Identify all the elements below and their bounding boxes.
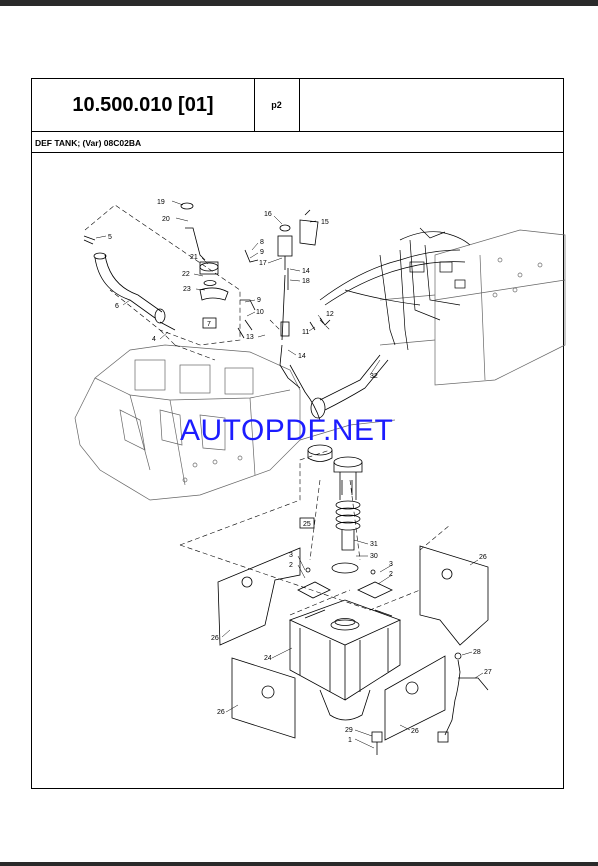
callout-20: 20 xyxy=(162,216,170,223)
callout-10: 10 xyxy=(256,309,264,316)
callout-9b: 9 xyxy=(257,297,261,304)
callout-13: 13 xyxy=(246,334,254,341)
drain-plug xyxy=(371,731,383,755)
callout-12: 12 xyxy=(326,311,334,318)
callout-3b: 3 xyxy=(389,561,393,568)
wiring-harness xyxy=(319,227,471,351)
callout-21: 21 xyxy=(190,254,198,261)
callout-1: 1 xyxy=(348,737,352,744)
callout-2b: 2 xyxy=(389,571,393,578)
def-tank xyxy=(288,599,402,721)
callout-26a: 26 xyxy=(479,554,487,561)
callout-3: 3 xyxy=(289,552,293,559)
sending-unit xyxy=(307,444,363,574)
callout-26b: 26 xyxy=(211,635,219,642)
callout-26c: 26 xyxy=(411,728,419,735)
filler-neck-parts xyxy=(180,202,229,301)
callout-28: 28 xyxy=(473,649,481,656)
callout-30: 30 xyxy=(370,553,378,560)
page-label: p2 xyxy=(254,79,300,131)
level-sensor-line xyxy=(277,224,321,421)
callout-labels: 19 20 5 16 15 8 9 17 21 22 23 14 18 9 6 … xyxy=(108,199,492,744)
callout-22: 22 xyxy=(182,271,190,278)
callout-32: 32 xyxy=(370,373,378,380)
callout-6: 6 xyxy=(115,303,119,310)
filler-hose xyxy=(83,235,176,331)
callout-31: 31 xyxy=(370,541,378,548)
callout-19: 19 xyxy=(157,199,165,206)
callout-29: 29 xyxy=(345,727,353,734)
callout-16: 16 xyxy=(264,211,272,218)
sensor-harness xyxy=(437,652,489,743)
callout-17: 17 xyxy=(259,260,267,267)
chassis-frame xyxy=(74,344,396,501)
callout-8: 8 xyxy=(260,239,264,246)
top-border-bar xyxy=(0,0,598,6)
callout-11: 11 xyxy=(302,329,309,336)
callout-23: 23 xyxy=(183,286,191,293)
section-code: 10.500.010 [01] xyxy=(32,79,255,131)
bracket-parts xyxy=(237,209,331,339)
bottom-border-bar xyxy=(0,862,598,866)
callout-2: 2 xyxy=(289,562,293,569)
callout-14: 14 xyxy=(302,268,310,275)
hose-32 xyxy=(310,354,389,419)
callout-4: 4 xyxy=(152,336,156,343)
callout-18: 18 xyxy=(302,278,310,285)
callout-5: 5 xyxy=(108,234,112,241)
leader-lines xyxy=(95,200,484,749)
rear-frame xyxy=(379,229,566,386)
callout-9: 9 xyxy=(260,249,264,256)
callout-25: 25 xyxy=(303,521,311,528)
callout-7: 7 xyxy=(207,321,211,328)
callout-box-7 xyxy=(202,317,217,329)
callout-15: 15 xyxy=(321,219,329,226)
callout-27: 27 xyxy=(484,669,492,676)
callout-24: 24 xyxy=(264,655,272,662)
callout-14b: 14 xyxy=(298,353,306,360)
callout-26d: 26 xyxy=(217,709,225,716)
callout-box-25 xyxy=(299,517,315,529)
side-panels xyxy=(217,545,489,741)
mounting-plates xyxy=(297,567,393,599)
watermark: AUTOPDF.NET xyxy=(180,414,394,447)
diagram-frame xyxy=(31,152,564,789)
assembly-lines xyxy=(84,204,451,616)
